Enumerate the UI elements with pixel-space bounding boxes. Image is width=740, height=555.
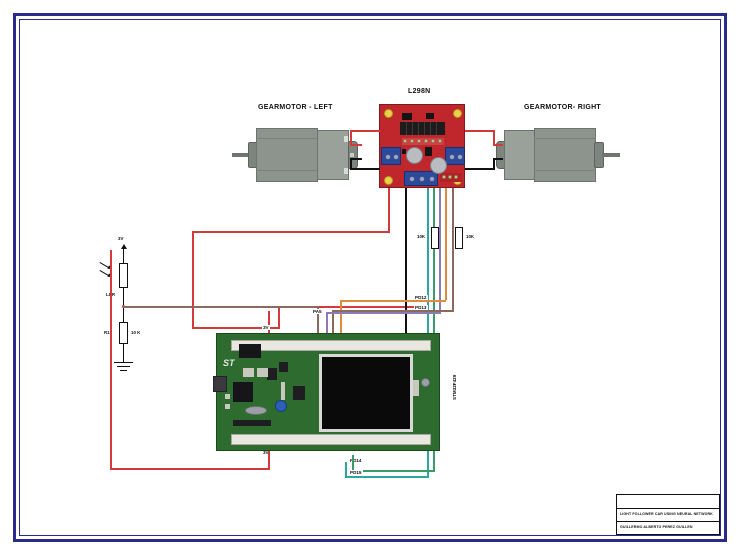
title-block-line1: LIGHT FOLLOWER CAR USING NEURAL NETWORK	[620, 512, 713, 516]
label-stm32f429: STM32F429	[452, 374, 457, 400]
label-pd12: PD12	[414, 295, 428, 300]
terminal-motor-b	[445, 147, 465, 165]
resistor-r1	[119, 322, 128, 344]
label-board-vcc-bottom: 3V	[262, 450, 270, 455]
resistor-pulldown-left	[431, 227, 439, 249]
wire-board-vcc-top	[268, 311, 270, 335]
ldr-photoresistor	[119, 263, 128, 288]
label-pulldown-right: 10K	[466, 234, 475, 239]
gearmotor-right	[482, 124, 622, 186]
wire-signal-a	[439, 188, 441, 312]
wire-pa5-signal	[123, 306, 319, 308]
heatsink	[400, 122, 445, 135]
l298n-motor-driver	[379, 104, 465, 188]
wire-power-main	[388, 188, 390, 232]
wire-motor-right-negative	[465, 168, 495, 170]
wire-board-vcc-bottom	[268, 449, 270, 470]
wire-motor-left-negative	[350, 168, 380, 170]
wire-signal-pd12	[445, 188, 447, 300]
label-supply-3v: 3V	[118, 236, 124, 241]
wire-motor-left-positive	[350, 130, 380, 132]
label-pd15: PD15	[349, 470, 363, 475]
title-block: LIGHT FOLLOWER CAR USING NEURAL NETWORK …	[616, 494, 720, 535]
resistor-pulldown-right	[455, 227, 463, 249]
label-gearmotor-left: GEARMOTOR - LEFT	[258, 104, 333, 111]
label-l298n: L298N	[408, 88, 431, 95]
blue-capacitor	[275, 400, 287, 412]
stm32f429-discovery-board: ST	[213, 333, 440, 451]
drawing-frame-inner	[19, 19, 721, 536]
wire-signal-pd15	[433, 188, 435, 470]
label-pulldown-left: 10K	[417, 234, 426, 239]
st-logo: ST	[223, 358, 235, 368]
usb-connector	[213, 376, 227, 392]
label-r1-ref: R1	[104, 330, 110, 335]
label-board-vcc-top: 3V	[262, 325, 270, 330]
terminal-motor-a	[381, 147, 401, 165]
ground-symbol	[114, 362, 133, 364]
wire-motor-right-positive	[465, 130, 495, 132]
header-top	[231, 340, 431, 351]
wire-signal-pd13	[452, 188, 454, 310]
supply-arrow	[121, 244, 127, 249]
gearmotor-left	[232, 124, 362, 186]
wire-ground-main	[405, 188, 407, 336]
lcd-display	[319, 354, 413, 432]
label-pa5: PA5	[312, 309, 323, 314]
title-block-line2: GUILLERMO ALBERTO PEREZ GUILLEN	[620, 525, 693, 529]
label-r1-value: 10 K	[131, 330, 141, 335]
label-pd14: PD14	[349, 458, 363, 463]
drawing-frame-outer	[13, 13, 727, 542]
header-bottom	[231, 434, 431, 445]
label-pd13: PD13	[414, 305, 428, 310]
terminal-power	[404, 171, 438, 186]
label-gearmotor-right: GEARMOTOR- RIGHT	[524, 104, 602, 111]
